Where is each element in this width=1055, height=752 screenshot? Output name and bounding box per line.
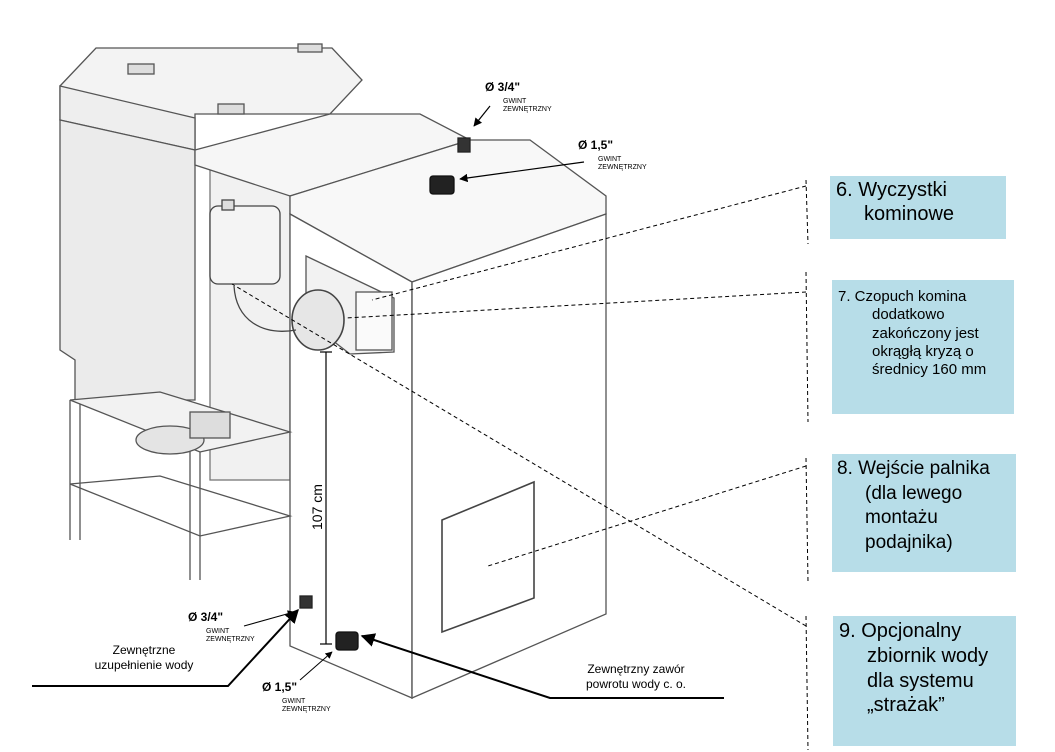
callout-line: (dla lewego [865, 482, 963, 504]
leader-lines [231, 179, 809, 751]
feeder-stand [69, 391, 293, 580]
water-tank-hose [233, 285, 297, 332]
thread-label: GWINT [598, 156, 622, 163]
thread-label: ZEWNĘTRZNY [282, 706, 331, 713]
callout-line: 7. Czopuch komina [838, 288, 967, 305]
thread-label: ZEWNĘTRZNY [503, 106, 552, 113]
callout-optional-water-tank: 9. Opcjonalny zbiornik wody dla systemu … [833, 616, 1016, 746]
callout-line: okrągłą kryzą o [872, 342, 974, 360]
return-valve-label-line: Zewnętrzny zawór [587, 662, 684, 676]
water-tank [209, 205, 281, 285]
boiler-illustration [59, 43, 607, 699]
top-connector-small [457, 137, 471, 153]
callout-line: montażu [865, 507, 938, 529]
callout-line: „strażak” [867, 694, 945, 717]
flue-box [355, 291, 393, 351]
hinge [297, 43, 323, 53]
return-valve-label: Zewnętrzny zawór powrotu wody c. o. [360, 633, 724, 699]
thread-label: ZEWNĘTRZNY [598, 164, 647, 171]
water-fill-label: Zewnętrzne uzupełnienie wody [32, 608, 299, 687]
return-valve-label-line: powrotu wody c. o. [586, 677, 686, 691]
diameter-label: Ø 1,5" [578, 138, 613, 152]
height-label: 107 cm [309, 484, 325, 530]
callout-line: podajnika) [865, 532, 953, 554]
water-tank-cap [221, 199, 235, 211]
callout-line: zbiornik wody [867, 644, 989, 667]
connection-bottom-small-label: Ø 3/4" GWINT ZEWNĘTRZNY [188, 610, 295, 643]
connection-top-large-label: Ø 1,5" GWINT ZEWNĘTRZNY [459, 138, 647, 183]
top-connector-large [429, 175, 455, 195]
callout-line: 6. Wyczystki [836, 179, 947, 201]
callout-line: dodatkowo [872, 306, 945, 324]
callout-line: średnicy 160 mm [872, 361, 987, 379]
callout-chimney-flue: 7. Czopuch komina dodatkowo zakończony j… [832, 280, 1014, 414]
water-fill-label-line: Zewnętrzne [113, 643, 176, 657]
hinge [127, 63, 155, 75]
thread-label: GWINT [206, 628, 230, 635]
flue-pipe [291, 289, 345, 351]
callout-line: zakończony jest [872, 324, 979, 342]
height-dimension: 107 cm [309, 351, 332, 645]
burner-inlet-hatch [441, 480, 535, 634]
callout-line: dla systemu [867, 669, 974, 692]
bottom-connector-small [299, 595, 313, 609]
callout-burner-inlet: 8. Wejście palnika (dla lewego montażu p… [832, 454, 1016, 572]
diameter-label: Ø 3/4" [188, 610, 223, 624]
hinge [217, 103, 245, 115]
thread-label: GWINT [503, 98, 527, 105]
thread-label: ZEWNĘTRZNY [206, 636, 255, 643]
bottom-connector-large [335, 631, 359, 651]
water-fill-label-line: uzupełnienie wody [95, 658, 194, 672]
callout-line: kominowe [864, 203, 955, 226]
diameter-label: Ø 1,5" [262, 680, 297, 694]
thread-label: GWINT [282, 698, 306, 705]
connection-bottom-large-label: Ø 1,5" GWINT ZEWNĘTRZNY [262, 651, 333, 713]
callout-line: 9. Opcjonalny [839, 620, 962, 642]
diameter-label: Ø 3/4" [485, 80, 520, 94]
feeder-housing-left [59, 119, 196, 401]
callout-line: 8. Wejście palnika [837, 458, 990, 479]
callout-chimney-cleanouts: 6. Wyczystki kominowe [830, 176, 1006, 239]
connection-top-small-label: Ø 3/4" GWINT ZEWNĘTRZNY [473, 80, 552, 127]
boiler-front-right [411, 213, 607, 699]
